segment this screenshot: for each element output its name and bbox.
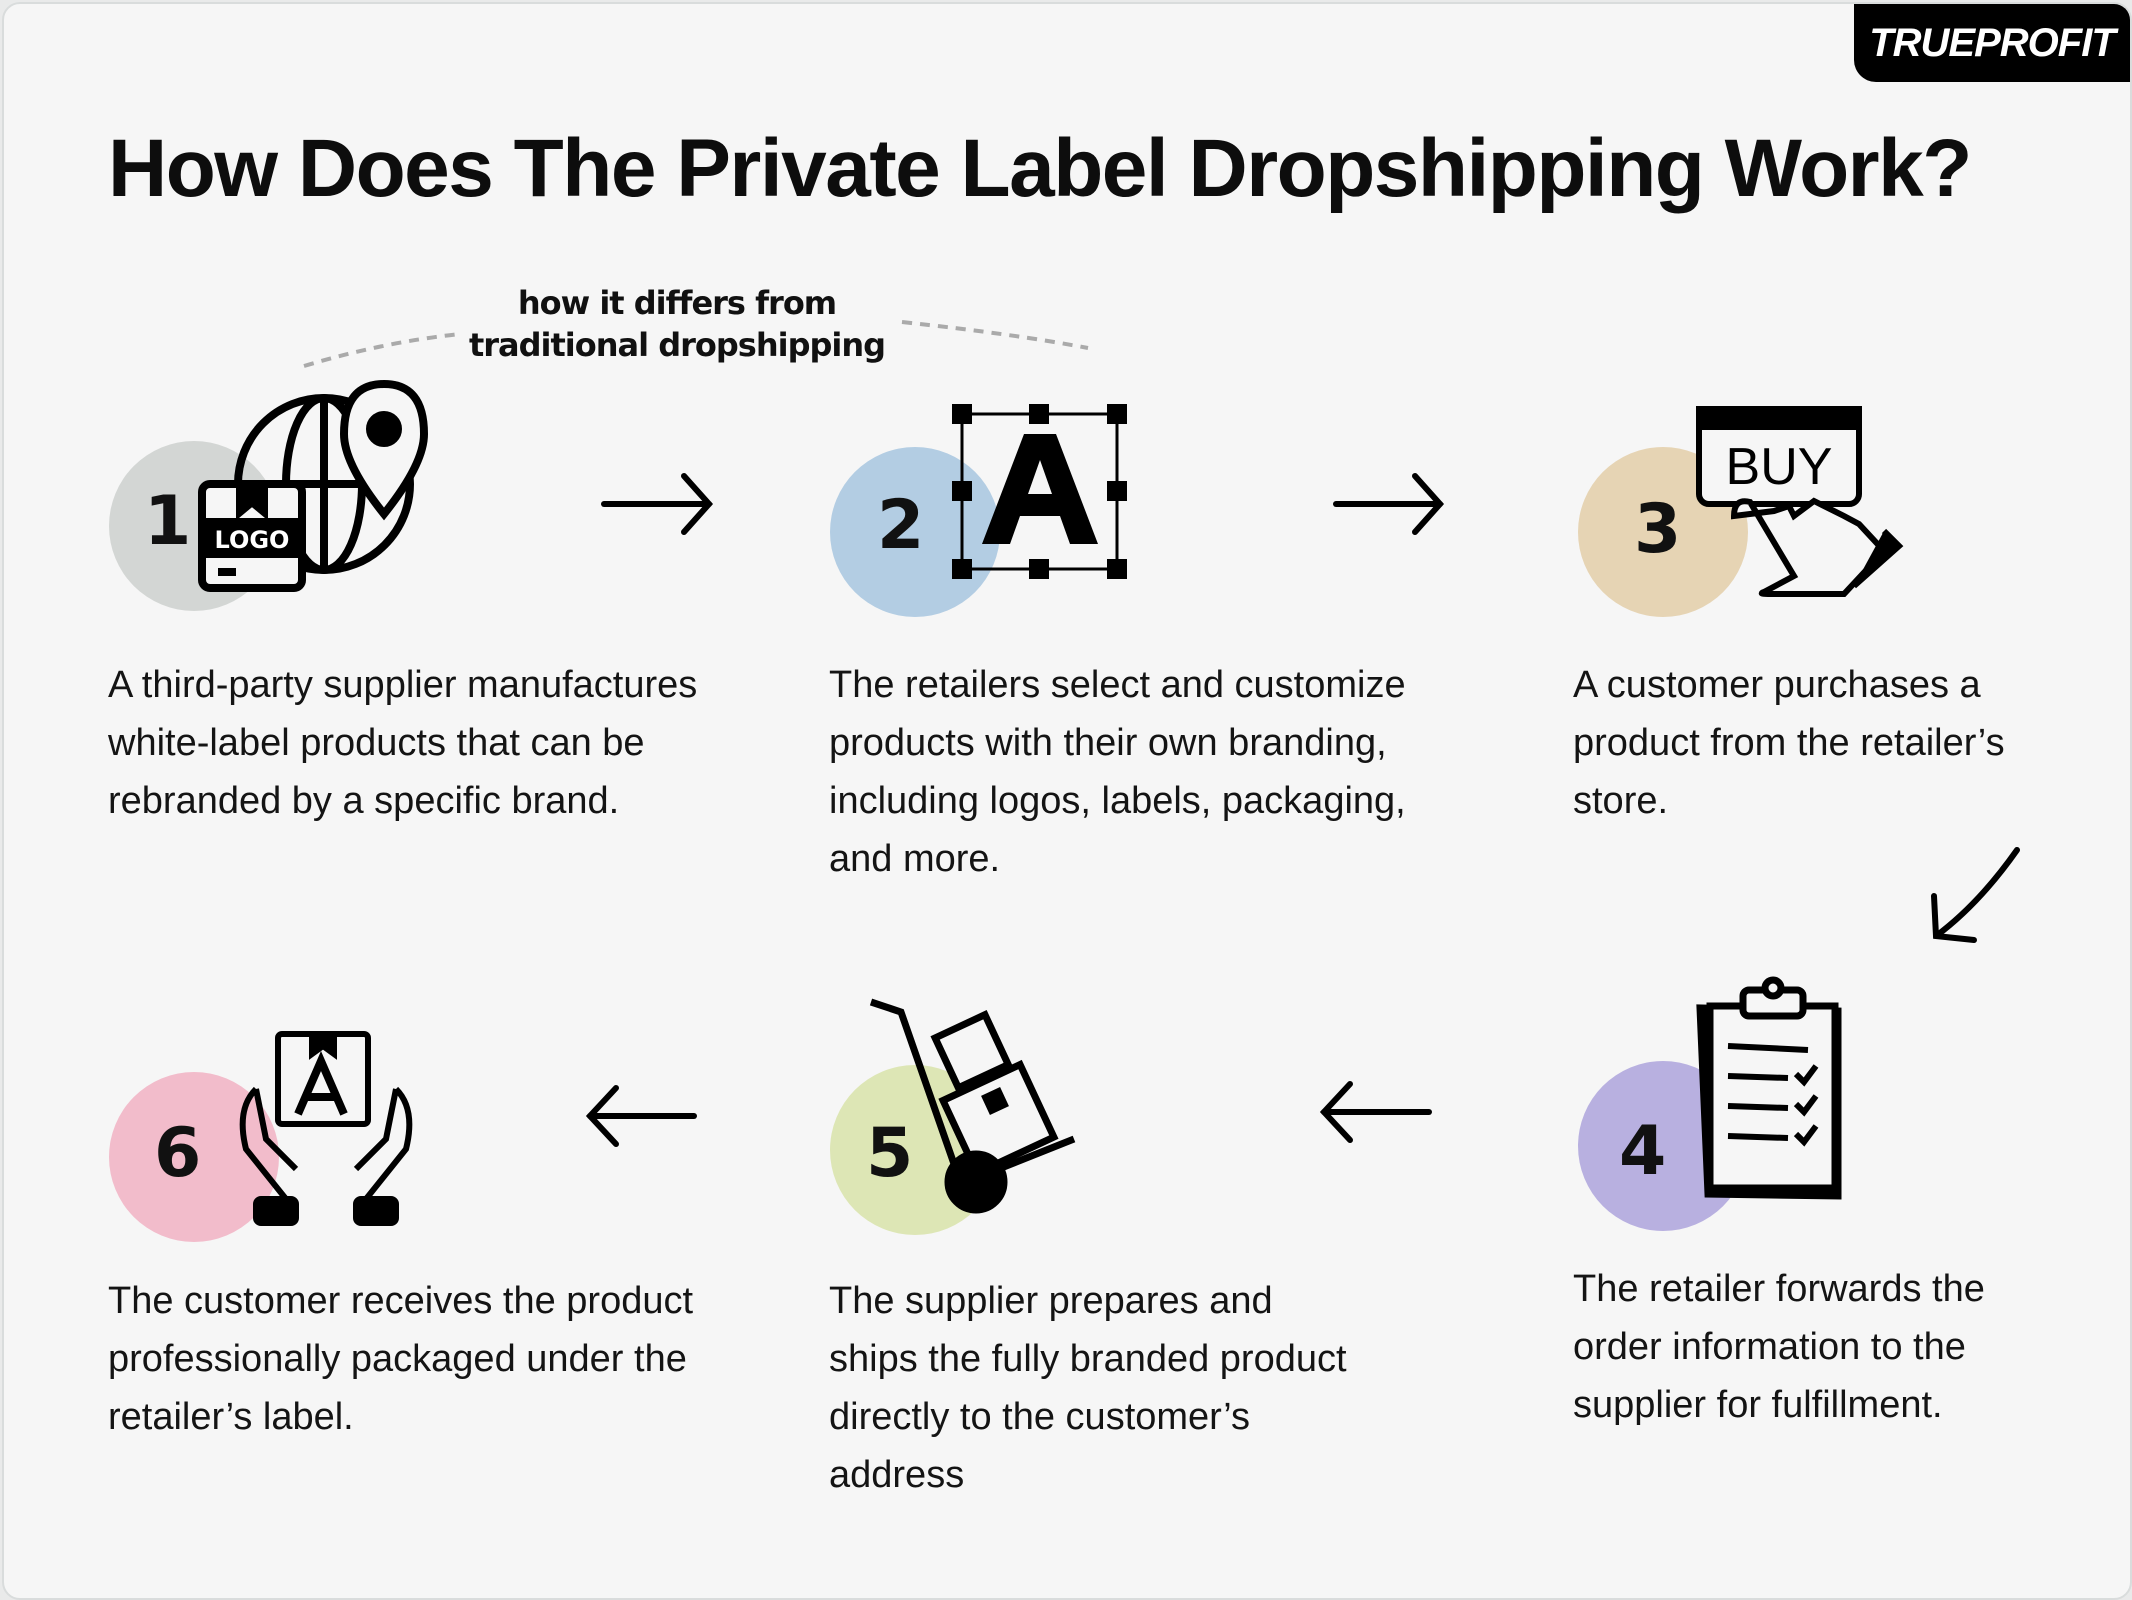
step-2-circle [830, 447, 1000, 617]
step-5-text: The supplier prepares and ships the full… [829, 1280, 1347, 1496]
step-2-text: The retailers select and customize produ… [829, 664, 1406, 880]
step-6-text: The customer receives the product profes… [108, 1280, 694, 1438]
buy-click-icon: BUY [1696, 406, 1904, 597]
annotation-line1: how it differs from [517, 284, 837, 322]
annotation: how it differs from traditional dropship… [444, 282, 910, 366]
logo-text: TRUEPROFIT [1869, 20, 2116, 65]
arrow-right-1-2 [601, 473, 714, 535]
hand-truck-boxes-icon [869, 998, 1076, 1214]
annotation-line2: traditional dropshipping [468, 326, 886, 364]
step-3-text: A customer purchases a product from the … [1573, 664, 2005, 822]
step-4-text: The retailer forwards the order informat… [1573, 1268, 1985, 1426]
clipboard-checklist-icon [1696, 976, 1842, 1200]
buy-label: BUY [1726, 438, 1833, 496]
letter-a-selection-icon [952, 404, 1127, 579]
arrow-left-4-5 [1319, 1081, 1432, 1143]
step-5-number: 5 [866, 1114, 914, 1193]
page-title: How Does The Private Label Dropshipping … [108, 123, 1972, 214]
hands-receiving-box-icon [239, 1031, 413, 1226]
flow-arrows [585, 473, 2020, 1147]
step-1-text: A third-party supplier manufactures whit… [108, 664, 698, 822]
arrow-left-5-6 [585, 1085, 697, 1147]
dashed-arcs [303, 320, 1089, 368]
step-6-number: 6 [154, 1114, 202, 1193]
step-4-number: 4 [1619, 1112, 1667, 1191]
arrow-down-3-4 [1931, 847, 2020, 943]
step-3-number: 3 [1634, 490, 1682, 569]
step-2-number: 2 [877, 486, 925, 565]
step-1-number: 1 [144, 482, 192, 561]
arrow-right-2-3 [1333, 473, 1445, 535]
logo-label: LOGO [215, 526, 290, 554]
globe-logo-box-icon: LOGO [198, 379, 429, 592]
trueprofit-logo: TRUEPROFIT [1854, 4, 2130, 82]
